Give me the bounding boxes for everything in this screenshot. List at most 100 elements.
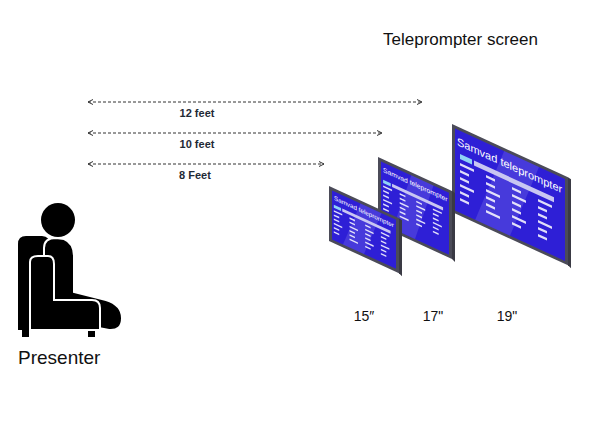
- screen-display: [381, 161, 449, 254]
- screen-text-line: [416, 205, 425, 211]
- screen-text-line: [381, 232, 389, 237]
- screen-text-line: [381, 236, 386, 240]
- screen-text-line: [512, 215, 526, 224]
- screen-text-line: [433, 231, 439, 235]
- presenter-label: Presenter: [18, 348, 100, 369]
- screen-text-line: [460, 184, 474, 193]
- distance-label: 10 feet: [180, 138, 215, 150]
- screen-edge: [452, 191, 455, 262]
- screen-text-line: [460, 191, 469, 198]
- screen-text-line: [433, 222, 442, 228]
- screen-highlight: [334, 205, 341, 211]
- screen-text-line: [416, 223, 422, 227]
- screen-text-line: [433, 217, 439, 221]
- screen-text-line: [350, 238, 358, 243]
- screen-highlight: [460, 154, 472, 165]
- size-label: 19": [497, 309, 518, 324]
- screen-text-line: [381, 240, 386, 244]
- screen-text-line: [381, 249, 386, 253]
- screen-text-line: [538, 199, 552, 208]
- screen-text-line: [486, 182, 495, 189]
- screen-text-line: [383, 185, 392, 191]
- screen-text-line: [350, 226, 358, 231]
- presenter-icon: [18, 203, 122, 337]
- screen-text-line: [433, 213, 439, 217]
- screen-text-line: [350, 222, 355, 226]
- screen-text-line: [512, 222, 521, 229]
- teleprompter-screen: Samvad teleprompter: [452, 124, 572, 271]
- screen-highlight: [383, 180, 391, 187]
- screen-text-line: [512, 201, 521, 208]
- screen-text-line: [383, 190, 389, 194]
- screen-text-line: [460, 198, 469, 205]
- screen-text-line: [400, 193, 406, 197]
- screen-text-line: [486, 196, 495, 203]
- screen-display: [455, 128, 565, 261]
- screen-text-line: [416, 201, 422, 205]
- person-head: [41, 203, 75, 237]
- screen-frame: [452, 124, 568, 265]
- dimension-line: [88, 164, 324, 165]
- heading-label: Teleprompter screen: [383, 31, 538, 50]
- chair-arm: [30, 256, 100, 330]
- screen-text-line: [538, 206, 547, 213]
- screen-text-line: [538, 213, 547, 220]
- screen-text-line: [350, 230, 355, 234]
- screen-text-line: [486, 175, 495, 182]
- screen-text-line: [416, 219, 425, 225]
- screen-text-line: [416, 210, 422, 214]
- size-label: 17": [423, 309, 444, 324]
- screen-text-line: [350, 234, 355, 238]
- screen-text-line: [416, 214, 422, 218]
- screen-text-line: [512, 194, 526, 203]
- screen-text-line: [334, 223, 342, 228]
- screen-text-line: [334, 210, 342, 215]
- screen-text-line: [538, 227, 547, 234]
- dimension-line: [88, 133, 382, 134]
- screen-text-line: [486, 203, 495, 210]
- screen-text-line: [433, 208, 442, 214]
- screen-text-line: [334, 231, 339, 235]
- screen-text-line: [334, 227, 339, 231]
- screen-text-line: [512, 208, 521, 215]
- screen-text-line: [365, 229, 373, 234]
- screen-text-line: [365, 237, 370, 241]
- screen-text-line: [334, 219, 339, 223]
- screen-text-line: [365, 225, 370, 229]
- dimension-lines: [88, 102, 422, 164]
- screen-text-line: [460, 170, 469, 177]
- screen-text-line: [486, 210, 500, 219]
- screen-text-line: [383, 208, 389, 212]
- screen-text-line: [381, 244, 389, 249]
- screen-text-line: [334, 214, 339, 218]
- screen-text-line: [365, 233, 370, 237]
- screen-text-line: [365, 241, 373, 246]
- screen-text-line: [400, 215, 409, 221]
- screen-text-line: [400, 211, 406, 215]
- screen-edge: [399, 218, 402, 276]
- screen-text-line: [433, 226, 439, 230]
- screen-text-line: [486, 189, 500, 198]
- screen-text-line: [350, 217, 355, 221]
- screen-text-line: [400, 198, 406, 202]
- screen-text-line: [383, 203, 389, 207]
- screen-edge: [568, 177, 571, 268]
- screen-text-line: [538, 220, 552, 229]
- screen-frame: [378, 157, 452, 259]
- distance-label: 12 feet: [180, 107, 215, 119]
- screen-text-line: [538, 234, 547, 241]
- screen-text-line: [400, 202, 409, 208]
- screen-text-line: [460, 177, 469, 184]
- dimension-line: [88, 102, 422, 103]
- screen-text-line: [383, 199, 392, 205]
- size-label: 15″: [354, 309, 375, 324]
- screen-text-line: [512, 187, 521, 194]
- screen-text-line: [381, 253, 386, 257]
- screen-text-line: [400, 207, 406, 211]
- teleprompter-screen: Samvad teleprompter: [329, 186, 403, 279]
- screen-text-line: [365, 246, 370, 250]
- screen-text-line: [460, 163, 474, 172]
- screen-text-line: [383, 194, 389, 198]
- distance-label: 8 Feet: [179, 169, 211, 181]
